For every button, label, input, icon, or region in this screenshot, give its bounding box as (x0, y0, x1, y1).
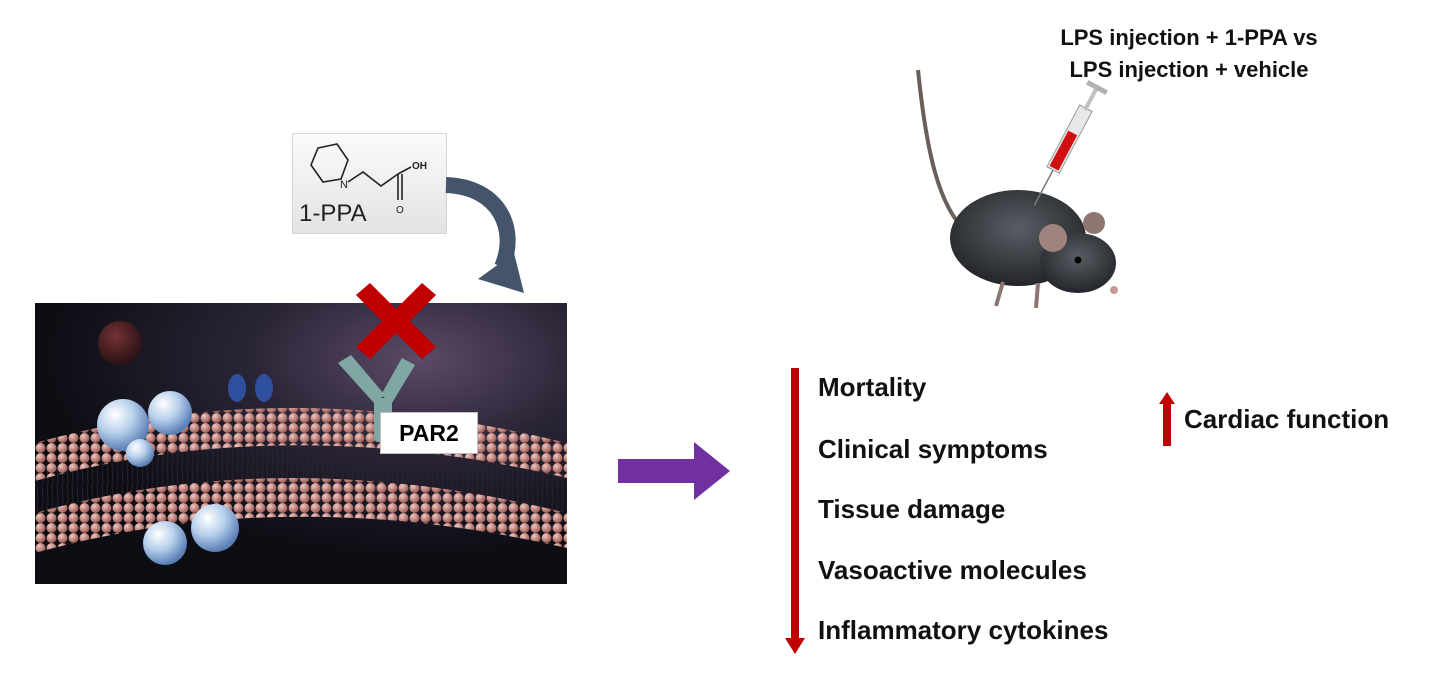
outcome-tissue-damage: Tissue damage (818, 494, 1006, 524)
cell-membrane-illustration (35, 303, 567, 584)
decrease-arrow-icon (785, 368, 805, 654)
outcome-mortality: Mortality (818, 372, 927, 402)
treatment-title: LPS injection + 1-PPA vs LPS injection +… (1004, 22, 1374, 86)
outcome-cardiac-function: Cardiac function (1184, 404, 1390, 434)
treatment-line-2: LPS injection + vehicle (1069, 57, 1309, 82)
molecule-structure-box: N OH O 1-PPA (292, 133, 447, 234)
atom-oh: OH (412, 161, 427, 172)
outcome-inflammatory-cytokines: Inflammatory cytokines (818, 615, 1109, 645)
result-arrow-icon (618, 442, 730, 500)
piperidine-propanoic-acid-structure: N OH O (310, 143, 427, 216)
atom-o: O (396, 205, 404, 216)
atom-n: N (340, 179, 348, 191)
block-cross-icon (356, 283, 436, 359)
increase-arrow-icon (1159, 392, 1175, 446)
outcome-clinical-symptoms: Clinical symptoms (818, 434, 1048, 464)
mouse-icon (916, 69, 1118, 309)
curved-arrow-icon (445, 177, 524, 293)
outcome-vasoactive-molecules: Vasoactive molecules (818, 555, 1087, 585)
par2-label: PAR2 (380, 412, 478, 454)
molecule-label: 1-PPA (299, 200, 367, 227)
treatment-line-1: LPS injection + 1-PPA vs (1060, 25, 1318, 50)
